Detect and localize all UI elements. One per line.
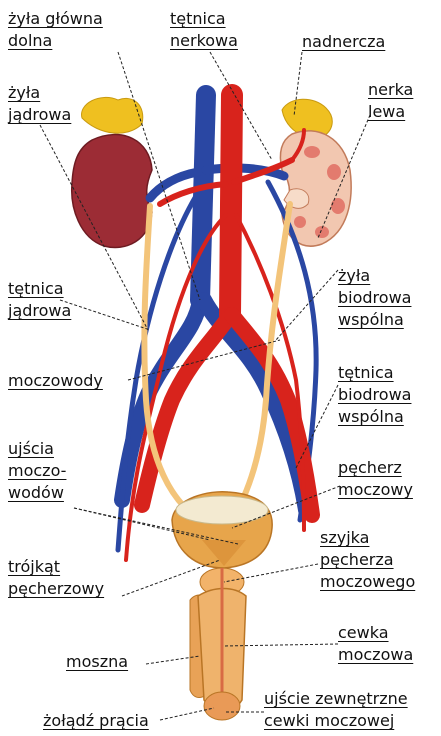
label-line: wspólna	[338, 406, 411, 428]
label-line: biodrowa	[338, 287, 411, 309]
label-line: ujście zewnętrzne	[264, 688, 408, 710]
adrenal-right-image	[82, 97, 143, 133]
label-line: jądrowa	[8, 104, 71, 126]
label-line: tętnica	[170, 8, 238, 30]
label-zyla-biodrowa-wspolna: żyła biodrowa wspólna	[338, 265, 411, 331]
label-tetnica-nerkowa: tętnica nerkowa	[170, 8, 238, 52]
label-tetnica-biodrowa-wspolna: tętnica biodrowa wspólna	[338, 362, 411, 428]
label-tetnica-jadrowa: tętnica jądrowa	[8, 278, 71, 322]
label-line: moszna	[66, 651, 128, 673]
label-nadnercza: nadnercza	[302, 31, 385, 53]
label-line: moczowody	[8, 370, 103, 392]
glans-image	[204, 692, 240, 720]
label-line: szyjka	[320, 527, 415, 549]
label-line: pęcherz	[338, 457, 413, 479]
label-line: żyła główna	[8, 8, 103, 30]
label-line: lewa	[368, 101, 413, 123]
label-line: nerkowa	[170, 30, 238, 52]
label-line: cewki moczowej	[264, 710, 408, 732]
label-line: cewka	[338, 622, 413, 644]
label-zyla-jadrowa: żyła jądrowa	[8, 82, 71, 126]
label-nerka-lewa: nerka lewa	[368, 79, 413, 123]
label-line: ujścia	[8, 438, 66, 460]
label-line: tętnica	[8, 278, 71, 300]
label-zoladz-pracia: żołądź prącia	[43, 710, 149, 732]
label-line: pęcherza	[320, 549, 415, 571]
label-pecherz-moczowy: pęcherz moczowy	[338, 457, 413, 501]
label-moczowody: moczowody	[8, 370, 103, 392]
label-line: moczowa	[338, 644, 413, 666]
label-line: nerka	[368, 79, 413, 101]
label-moszna: moszna	[66, 651, 128, 673]
label-szyjka-pecherza: szyjka pęcherza moczowego	[320, 527, 415, 593]
label-line: dolna	[8, 30, 103, 52]
label-line: moczo-	[8, 460, 66, 482]
label-line: pęcherzowy	[8, 578, 104, 600]
label-line: biodrowa	[338, 384, 411, 406]
label-line: żołądź prącia	[43, 710, 149, 732]
label-line: tętnica	[338, 362, 411, 384]
label-line: żyła	[8, 82, 71, 104]
label-line: wodów	[8, 482, 66, 504]
label-line: trójkąt	[8, 556, 104, 578]
label-trojkat-pecherzowy: trójkąt pęcherzowy	[8, 556, 104, 600]
label-line: żyła	[338, 265, 411, 287]
label-ujscia-moczowodow: ujścia moczo- wodów	[8, 438, 66, 504]
label-line: moczowy	[338, 479, 413, 501]
label-cewka-moczowa: cewka moczowa	[338, 622, 413, 666]
label-ujscie-zewnetrzne: ujście zewnętrzne cewki moczowej	[264, 688, 408, 732]
kidney-right-image	[72, 135, 152, 248]
label-zyla-glowna-dolna: żyła główna dolna	[8, 8, 103, 52]
label-line: jądrowa	[8, 300, 71, 322]
label-line: wspólna	[338, 309, 411, 331]
label-line: nadnercza	[302, 31, 385, 53]
label-line: moczowego	[320, 571, 415, 593]
